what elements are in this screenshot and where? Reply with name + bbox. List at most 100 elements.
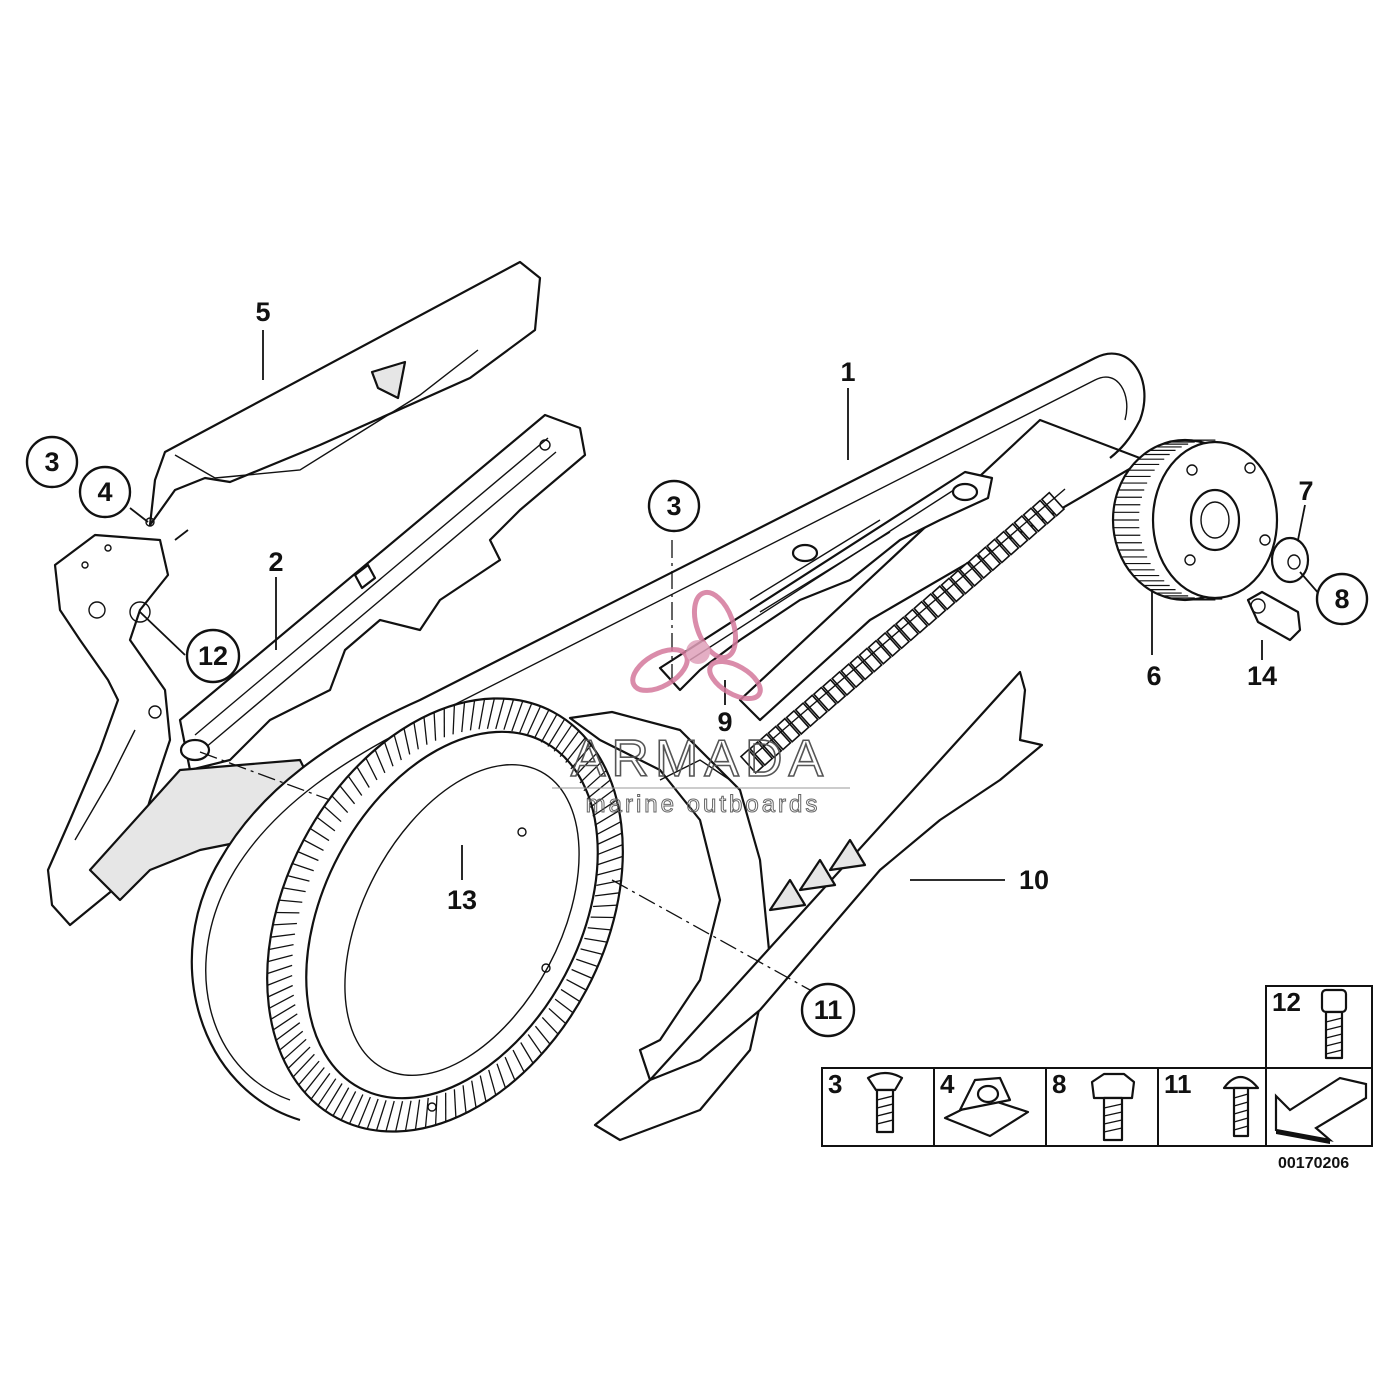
callout-6: 6: [1146, 661, 1161, 691]
logo-petal-2: [630, 647, 690, 693]
gear-tooth: [589, 789, 615, 808]
gear-tooth: [414, 1099, 421, 1130]
belt-tooth: [986, 538, 1011, 564]
gear-tooth: [282, 887, 306, 893]
gear-tooth: [374, 749, 386, 774]
callout-5: 5: [255, 297, 270, 327]
legend-cell-arrow: [1274, 1076, 1368, 1144]
gear-tooth: [583, 769, 607, 792]
gear-tooth: [488, 1069, 497, 1096]
gear-tooth: [559, 730, 580, 758]
belt-tooth: [1013, 514, 1038, 541]
callout-10: 10: [1019, 865, 1049, 895]
pulley-part: [1111, 438, 1279, 602]
belt-tooth: [958, 561, 984, 587]
belt-tooth: [739, 748, 765, 775]
svg-text:11: 11: [814, 995, 843, 1025]
legend-cell-screw-12: 12: [1272, 987, 1348, 1060]
gear-tooth: [304, 1067, 325, 1093]
gear-tooth: [579, 761, 603, 784]
svg-text:11: 11: [1164, 1069, 1192, 1099]
gear-tooth: [310, 1072, 331, 1100]
gear-tooth: [272, 922, 297, 926]
belt-tooth: [913, 600, 938, 626]
gear-tooth: [303, 839, 324, 851]
belt-teeth-run: [739, 488, 1066, 775]
gear-tooth: [423, 716, 428, 745]
svg-text:6: 6: [1146, 661, 1161, 691]
gear-tooth: [570, 744, 592, 770]
gear-tooth: [385, 1100, 395, 1132]
gear-tooth: [453, 1089, 457, 1118]
gear-tooth: [332, 1087, 350, 1117]
belt-tooth: [949, 569, 974, 595]
gear-tooth: [504, 1056, 516, 1081]
watermark-subtitle: marine outboards: [586, 791, 821, 818]
gear-tooth: [324, 1083, 343, 1112]
socket-cap-screw-icon: [1320, 988, 1348, 1014]
belt-tooth: [812, 686, 838, 712]
washer-part: [1270, 536, 1310, 584]
gear-tooth: [292, 862, 314, 872]
gear-tooth: [560, 988, 581, 1003]
callout-13: 13: [447, 885, 477, 915]
gear-tooth: [553, 724, 573, 752]
belt-tooth: [922, 592, 947, 619]
guide-rail-part: [88, 413, 587, 902]
belt-tooth: [885, 624, 911, 650]
belt-tooth: [940, 577, 965, 603]
callout-11: 11: [800, 982, 856, 1038]
gear-tooth: [503, 699, 515, 730]
callout-3-center: 3: [647, 479, 701, 533]
legend-cell-screw-11: 11: [1164, 1069, 1260, 1138]
legend-cell-bolt-8: 8: [1052, 1069, 1136, 1142]
gear-tooth: [424, 1097, 429, 1128]
gear-tooth: [433, 712, 437, 741]
belt-tooth: [840, 663, 865, 689]
svg-text:4: 4: [97, 477, 112, 507]
belt-tooth: [903, 608, 929, 634]
gear-tooth: [347, 775, 363, 796]
gear-tooth: [434, 1095, 438, 1126]
gear-tooth: [540, 713, 558, 743]
gear-tooth: [576, 958, 598, 968]
belt-tooth: [794, 701, 819, 728]
gear-tooth: [279, 1030, 304, 1051]
belt-tooth: [803, 694, 829, 720]
clip-part: [1246, 590, 1302, 642]
svg-text:7: 7: [1298, 476, 1313, 506]
gear-tooth: [270, 933, 296, 938]
gear-tooth: [547, 718, 566, 747]
gear-tooth: [267, 964, 293, 975]
gear-tooth: [292, 1053, 315, 1078]
gear-tooth: [575, 752, 598, 777]
gear-tooth: [584, 937, 608, 943]
svg-text:12: 12: [198, 641, 228, 671]
gear-tooth: [495, 698, 505, 730]
gear-tooth: [586, 779, 611, 800]
gear-tooth: [597, 843, 623, 856]
gear-tooth: [512, 1049, 525, 1073]
belt-tooth: [758, 733, 783, 759]
belt-tooth: [821, 678, 847, 704]
belt-tooth: [785, 709, 810, 736]
gear-tooth: [452, 704, 456, 735]
gear-tooth: [478, 698, 486, 730]
svg-text:3: 3: [44, 447, 59, 477]
belt-tooth: [776, 717, 801, 743]
gear-tooth: [541, 1017, 559, 1035]
svg-text:5: 5: [255, 297, 270, 327]
logo-hub: [686, 640, 710, 664]
gear-tooth: [317, 1078, 337, 1106]
gear-tooth: [309, 827, 330, 842]
gear-tooth: [267, 954, 293, 963]
svg-text:12: 12: [1272, 987, 1301, 1017]
gear-tooth: [554, 998, 574, 1014]
callout-12: 12: [185, 628, 241, 684]
gear-tooth: [268, 994, 295, 1009]
gear-tooth: [275, 1022, 301, 1041]
gear-tooth: [594, 892, 620, 897]
callout-4: 4: [78, 465, 132, 519]
gear-tooth: [394, 1101, 404, 1132]
gear-tooth: [471, 1080, 477, 1108]
